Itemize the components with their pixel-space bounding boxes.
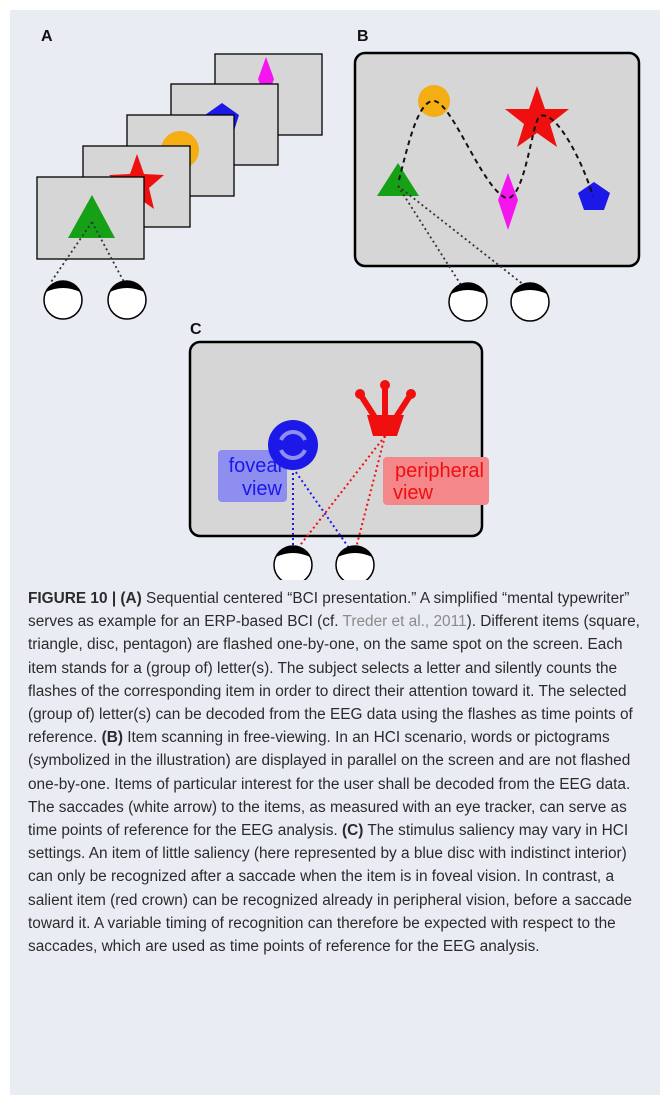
eye-icon xyxy=(448,282,488,322)
foveal-view-label-box xyxy=(218,450,287,502)
peripheral-gaze-line-left xyxy=(297,435,386,549)
indistinct-disc-shape xyxy=(268,420,318,470)
triangle-shape xyxy=(68,195,115,238)
disc-shape xyxy=(418,85,450,117)
caption-text-c: The stimulus saliency may vary in HCI se… xyxy=(28,822,632,956)
eye-icon xyxy=(107,280,147,320)
eye-icon xyxy=(510,282,550,322)
gaze-line-left xyxy=(50,221,93,283)
foveal-gaze-line-right xyxy=(292,467,350,549)
caption-ref-a: (A) xyxy=(120,590,142,607)
figure-number: FIGURE 10 xyxy=(28,590,108,607)
diamond-shape xyxy=(498,173,518,230)
panel-c-screen: foveal view peripheral view xyxy=(188,340,489,580)
peripheral-view-label-line2: view xyxy=(393,482,434,504)
caption-text-a-1: Sequential centered “BCI presentation.” … xyxy=(28,590,630,631)
panel-b-screen xyxy=(353,51,641,322)
saliency-screen xyxy=(188,340,484,538)
caption-ref-c: (C) xyxy=(341,822,364,840)
star-shape xyxy=(505,86,569,147)
panel-a-stack xyxy=(36,53,323,320)
peripheral-gaze-line-right xyxy=(355,435,386,549)
peripheral-view-label-line1: peripheral xyxy=(395,460,484,482)
panel-label-a: A xyxy=(41,28,53,45)
citation-link[interactable]: Treder et al., 2011 xyxy=(342,613,467,631)
caption-text-a-2: ). Different items (square, triangle, di… xyxy=(28,613,640,747)
caption-separator: | xyxy=(107,590,121,607)
panel-label-b: B xyxy=(357,28,369,45)
gaze-line-right xyxy=(397,185,525,286)
peripheral-view-label-box xyxy=(383,457,489,505)
pentagon-shape xyxy=(578,182,610,210)
caption-ref-b: (B) xyxy=(101,729,123,747)
gaze-line-right xyxy=(91,221,125,283)
caption-text-b: Item scanning in free-viewing. In an HCI… xyxy=(28,729,631,840)
panel-label-c: C xyxy=(190,321,202,338)
figure-illustration: A xyxy=(36,28,641,580)
eye-icon xyxy=(43,280,83,320)
triangle-shape xyxy=(377,163,419,196)
figure-caption: FIGURE 10 | (A) Sequential centered “BCI… xyxy=(28,587,648,958)
foveal-view-label-line2: view xyxy=(242,478,283,500)
figure-container: A xyxy=(10,10,660,1095)
eye-icon xyxy=(335,545,375,580)
crown-shape xyxy=(355,380,416,436)
eye-icon xyxy=(273,545,313,580)
free-viewing-screen xyxy=(353,51,641,268)
foveal-view-label-line1: foveal xyxy=(229,455,282,477)
